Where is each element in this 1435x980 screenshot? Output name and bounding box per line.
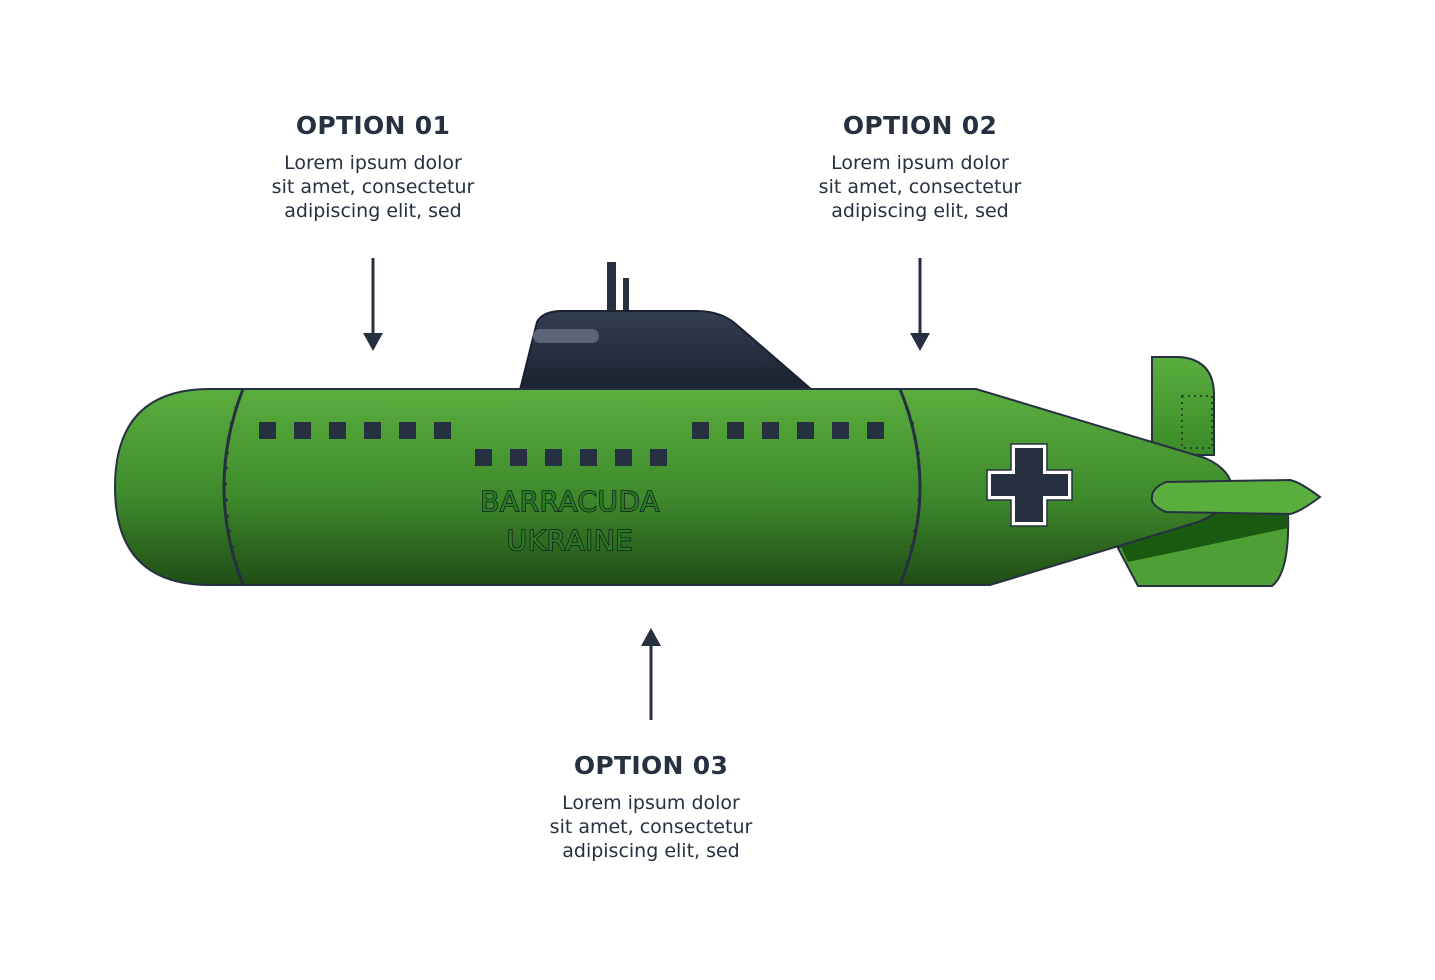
option-01-title: OPTION 01	[295, 111, 451, 140]
rivets-front	[223, 406, 238, 565]
cross-emblem-icon	[986, 443, 1073, 527]
option-02-text-line2: sit amet, consectetur	[818, 176, 1022, 198]
option-02-block: OPTION 02 Lorem ipsum dolor sit amet, co…	[770, 111, 1070, 223]
periscope	[607, 262, 629, 312]
window-row-right	[692, 422, 884, 439]
submarine-name-line2: UKRAINE	[507, 524, 634, 557]
arrow-option-03	[641, 628, 661, 720]
rivets-rear	[905, 406, 922, 565]
horizontal-stabilizer	[1150, 478, 1322, 516]
option-01-text-line3: adipiscing elit, sed	[284, 200, 462, 222]
window-row-middle	[475, 449, 667, 466]
option-02-text-line3: adipiscing elit, sed	[831, 200, 1009, 222]
option-02-title: OPTION 02	[842, 111, 998, 140]
option-03-text-line1: Lorem ipsum dolor	[562, 792, 740, 814]
option-03-block: OPTION 03 Lorem ipsum dolor sit amet, co…	[501, 751, 801, 863]
conning-tower	[518, 310, 815, 391]
upper-tail-fin	[1151, 356, 1215, 456]
option-01-text-line1: Lorem ipsum dolor	[284, 152, 462, 174]
window-row-left	[259, 422, 451, 439]
option-02-text-line1: Lorem ipsum dolor	[831, 152, 1009, 174]
option-03-title: OPTION 03	[573, 751, 729, 780]
submarine-name-line1: BARRACUDA	[480, 485, 660, 518]
option-03-text-line2: sit amet, consectetur	[549, 816, 753, 838]
submarine-hull	[113, 388, 1234, 586]
option-01-text-line2: sit amet, consectetur	[271, 176, 475, 198]
option-03-text-line3: adipiscing elit, sed	[562, 840, 740, 862]
arrow-option-01	[363, 258, 383, 351]
arrow-option-02	[910, 258, 930, 351]
option-01-block: OPTION 01 Lorem ipsum dolor sit amet, co…	[223, 111, 523, 223]
